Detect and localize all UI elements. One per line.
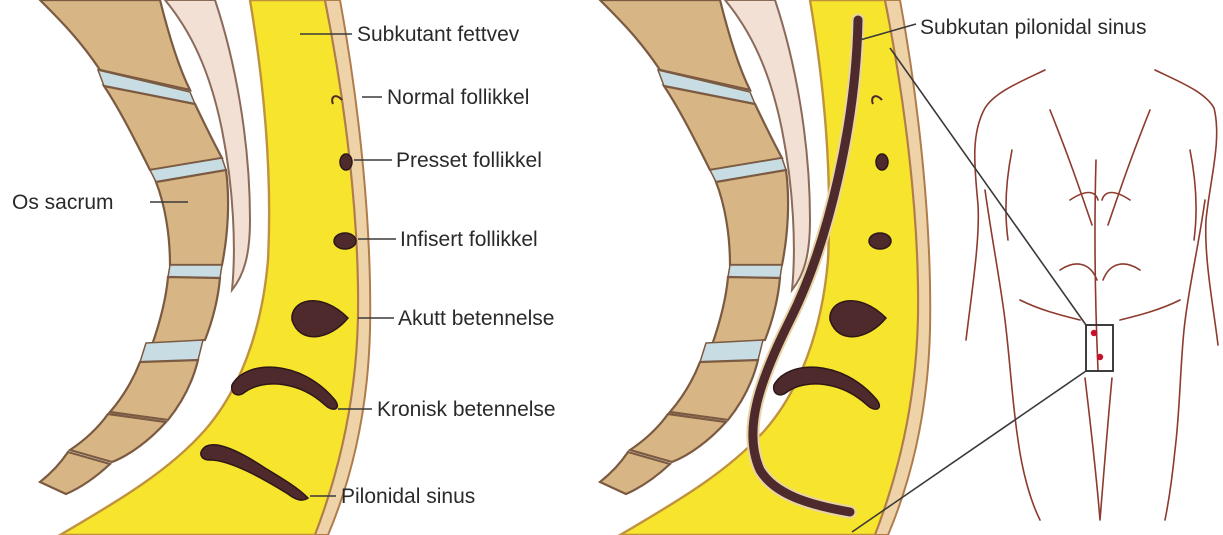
sacrum-vertebrae bbox=[40, 0, 228, 494]
label-normal-follicle: Normal follikkel bbox=[387, 86, 529, 109]
pressed-follicle-shape-2 bbox=[876, 154, 888, 170]
label-pressed-follicle: Presset follikkel bbox=[396, 149, 542, 172]
label-subcutaneous-fat: Subkutant fettvev bbox=[357, 23, 520, 46]
sinus-opening-marker-bottom bbox=[1097, 354, 1103, 360]
torso-outline bbox=[966, 70, 1218, 520]
label-chronic-inflammation: Kronisk betennelse bbox=[377, 398, 556, 421]
middle-cross-section bbox=[600, 0, 930, 535]
label-infected-follicle: Infisert follikkel bbox=[400, 228, 538, 251]
pressed-follicle-shape bbox=[340, 154, 352, 170]
infected-follicle-shape bbox=[334, 233, 356, 249]
magnify-box bbox=[1086, 325, 1113, 371]
label-subcutaneous-pilonidal-sinus: Subkutan pilonidal sinus bbox=[920, 16, 1147, 39]
label-os-sacrum: Os sacrum bbox=[12, 191, 114, 214]
left-cross-section: Subkutant fettvev Normal follikkel Press… bbox=[12, 0, 556, 535]
label-pilonidal-sinus: Pilonidal sinus bbox=[341, 485, 475, 508]
infected-follicle-shape-2 bbox=[869, 233, 891, 249]
label-acute-inflammation: Akutt betennelse bbox=[398, 307, 554, 330]
sinus-opening-marker-top bbox=[1091, 330, 1097, 336]
